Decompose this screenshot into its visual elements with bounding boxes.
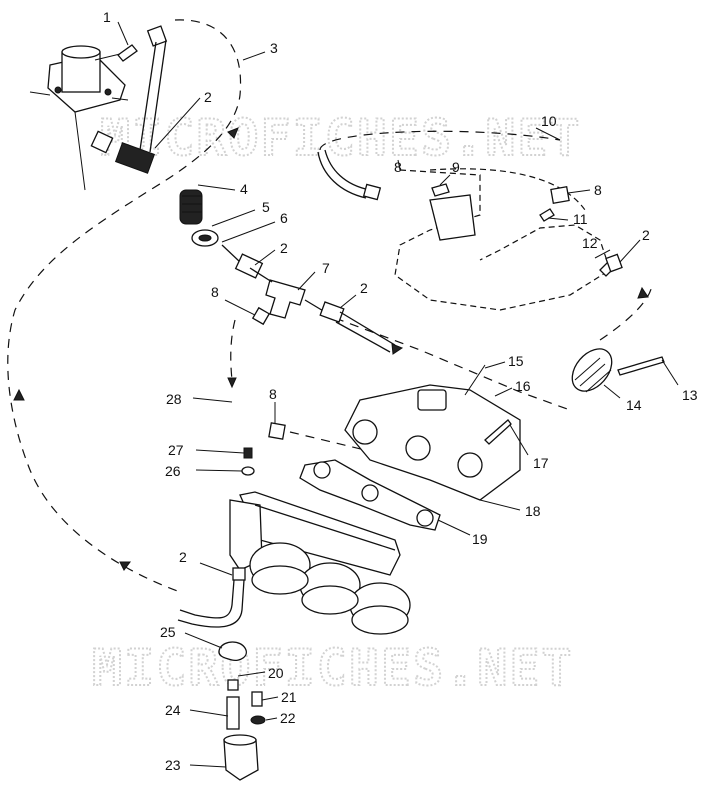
callout-13: 13 (682, 387, 698, 403)
callout-2: 2 (179, 549, 187, 565)
bolt-17 (484, 419, 512, 445)
callout-20: 20 (268, 665, 284, 681)
callout-2: 2 (360, 280, 368, 296)
callout-5: 5 (262, 199, 270, 215)
callout-22: 22 (280, 710, 296, 726)
callout-8: 8 (269, 386, 277, 402)
callout-16: 16 (515, 378, 531, 394)
callout-26: 26 (165, 463, 181, 479)
callout-10: 10 (541, 113, 557, 129)
callout-7: 7 (322, 260, 330, 276)
fitting-1 (94, 21, 138, 62)
watermark-bottom: MICROFICHES.NET (92, 639, 574, 697)
leader-lines (184, 51, 679, 768)
fitting-body-23 (223, 734, 259, 781)
spring-24 (226, 696, 240, 730)
watermark-top: MICROFICHES.NET (100, 109, 582, 167)
washer-22 (250, 715, 266, 725)
gasket-25 (218, 641, 247, 662)
rod-13 (617, 356, 665, 376)
callout-2: 2 (280, 240, 288, 256)
washer-26 (241, 466, 255, 476)
fitting-11 (539, 208, 555, 222)
callout-15: 15 (508, 353, 524, 369)
screw-27 (243, 447, 253, 459)
spring-clamp (179, 189, 203, 225)
callout-1: 1 (103, 9, 111, 25)
callout-28: 28 (166, 391, 182, 407)
bolt-21 (251, 691, 263, 707)
coolant-flow-path (7, 19, 653, 593)
callout-25: 25 (160, 624, 176, 640)
spring-14 (571, 348, 613, 393)
hose-sleeve (90, 97, 201, 174)
tee-fitting (249, 267, 306, 319)
callout-18: 18 (525, 503, 541, 519)
hose-10 (317, 149, 382, 201)
callout-12: 12 (582, 235, 598, 251)
exhaust-pipe-outline (394, 168, 611, 311)
hose-fitting-top (139, 25, 168, 153)
exhaust-gasket (299, 459, 441, 531)
hose-tee-right (304, 299, 396, 353)
callout-2: 2 (642, 227, 650, 243)
fitting-9 (431, 183, 450, 197)
fitting-8-right (550, 185, 570, 205)
callout-17: 17 (533, 455, 549, 471)
callout-8: 8 (394, 159, 402, 175)
callout-9: 9 (452, 159, 460, 175)
thermostat-housing (29, 45, 129, 191)
sender-20 (227, 679, 239, 691)
callout-6: 6 (280, 210, 288, 226)
elbow-fitting-8 (268, 422, 286, 440)
callout-24: 24 (165, 702, 181, 718)
callout-8: 8 (594, 182, 602, 198)
hose-lower (177, 567, 246, 628)
callout-11: 11 (573, 211, 588, 227)
callout-labels: 1 2 3 4 5 6 2 7 8 2 8 9 10 8 11 12 2 15 … (103, 9, 698, 773)
callout-19: 19 (472, 531, 488, 547)
hose-section-6 (221, 244, 264, 279)
fitting-12 (599, 253, 623, 277)
callout-21: 21 (281, 689, 297, 705)
callout-8: 8 (211, 284, 219, 300)
hose-clamp (191, 229, 219, 247)
callout-27: 27 (168, 442, 184, 458)
exhaust-manifold (344, 364, 521, 501)
cylinder-head-assembly (229, 491, 411, 635)
callout-23: 23 (165, 757, 181, 773)
callout-4: 4 (240, 181, 248, 197)
callout-3: 3 (270, 40, 278, 56)
fitting-8-left (251, 306, 271, 326)
callout-2: 2 (204, 89, 212, 105)
callout-14: 14 (626, 397, 642, 413)
